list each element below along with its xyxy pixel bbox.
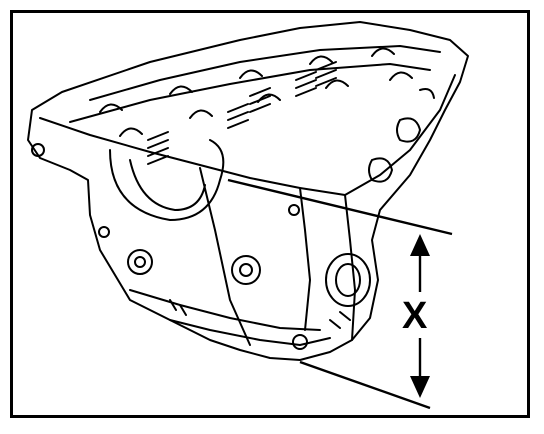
bolt-hole-3 — [98, 226, 110, 238]
inner-rail — [89, 45, 441, 101]
dimension-label: X — [402, 295, 428, 337]
arrowhead-down — [410, 376, 430, 398]
side-port — [396, 117, 421, 143]
side-port-3 — [419, 88, 435, 99]
side-port-2 — [368, 157, 393, 183]
front-cutout-inner — [129, 159, 206, 211]
front-cutout — [109, 139, 225, 221]
lower-rail — [129, 289, 321, 331]
valve-spring-2 — [227, 103, 249, 129]
front-face — [199, 167, 251, 346]
deck-edge-right — [344, 74, 456, 196]
bolt-hole — [31, 143, 45, 157]
seal-boss-inner — [335, 263, 361, 297]
upper-reference-line — [227, 178, 453, 236]
figure-frame — [10, 10, 530, 418]
bolt-hole-2 — [292, 334, 308, 350]
lower-reference-line — [299, 360, 431, 410]
cam-saddle-2 — [119, 71, 413, 137]
rib — [169, 299, 351, 329]
side-panel — [299, 187, 311, 331]
head-outline — [27, 21, 469, 361]
seal-boss — [325, 253, 371, 307]
bore — [127, 249, 153, 275]
inner-rail-2 — [69, 63, 431, 123]
valve-spring — [147, 131, 169, 165]
valve-spring-5 — [315, 61, 337, 87]
bore-2-inner — [239, 263, 253, 277]
valve-spring-4 — [295, 71, 317, 97]
valve-spring-3 — [249, 87, 271, 113]
bore-2 — [231, 255, 261, 285]
deck-edge — [39, 117, 346, 196]
front-face-edge — [169, 319, 331, 346]
arrowhead-up — [410, 234, 430, 256]
bolt-hole-4 — [288, 204, 300, 216]
bore-inner — [134, 256, 146, 268]
cam-saddle — [99, 47, 395, 113]
